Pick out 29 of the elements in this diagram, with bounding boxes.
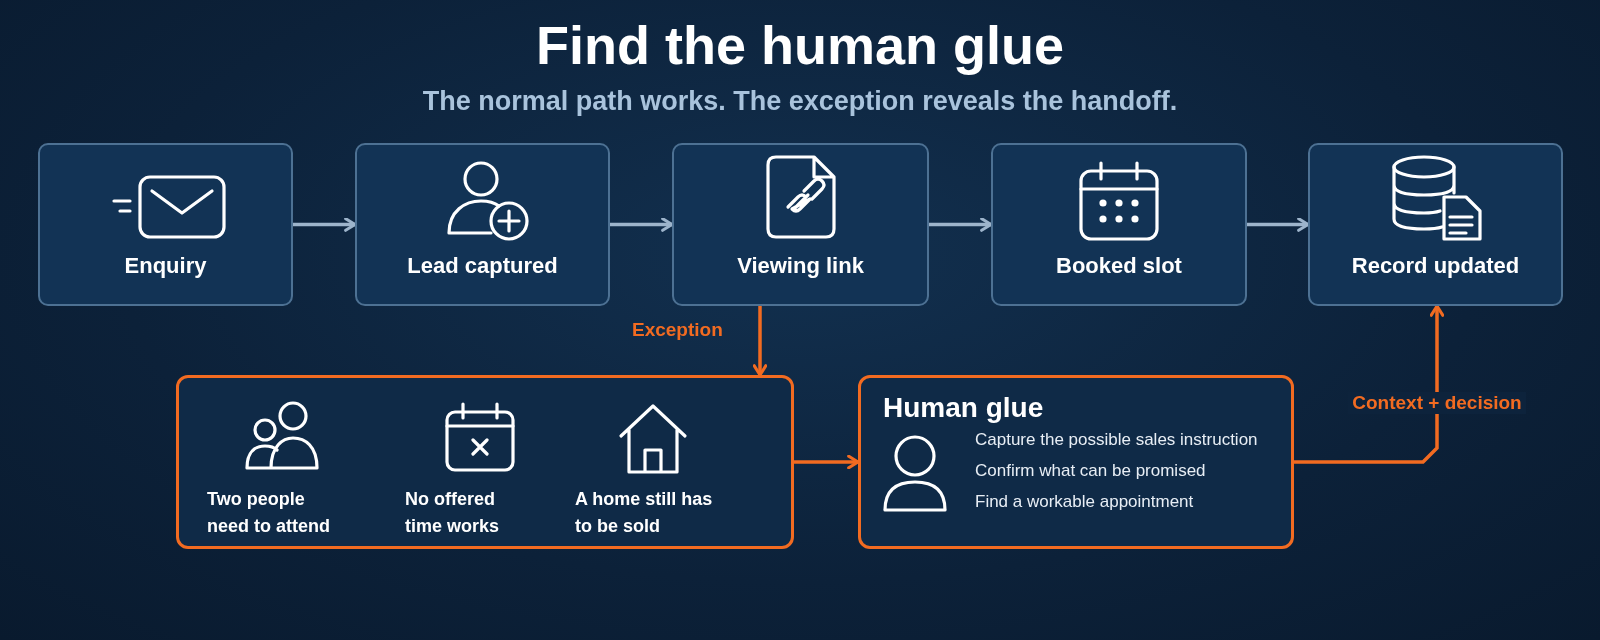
edge-label: Exception	[631, 319, 724, 342]
process-box	[672, 143, 929, 306]
exception-box	[176, 375, 794, 549]
task-text: Find a workable appointment	[975, 492, 1194, 512]
arrow	[610, 217, 674, 232]
process-box	[38, 143, 293, 306]
step-label: Record updated	[1350, 253, 1521, 279]
exception-text: A home still has to be sold	[575, 488, 714, 538]
process-box	[1308, 143, 1563, 306]
arrow	[794, 454, 860, 470]
arrow	[1247, 217, 1310, 232]
box-heading: Human glue	[883, 392, 1044, 424]
step-label: Viewing link	[736, 253, 865, 279]
arrow	[1294, 304, 1445, 464]
step-label: Lead captured	[406, 253, 559, 279]
process-box	[355, 143, 610, 306]
title: Find the human glue	[535, 14, 1065, 76]
exception-text: Two people need to attend	[207, 488, 331, 538]
arrow	[752, 306, 768, 377]
arrow	[293, 217, 357, 232]
exception-text: No offered time works	[405, 488, 501, 538]
arrow	[929, 217, 993, 232]
task-text: Capture the possible sales instruction	[975, 430, 1258, 450]
process-box	[991, 143, 1247, 306]
task-text: Confirm what can be promised	[975, 461, 1206, 481]
highlight-box	[858, 375, 1294, 549]
step-label: Enquiry	[123, 253, 208, 279]
subtitle: The normal path works. The exception reveals the handoff.	[421, 86, 1179, 117]
step-label: Booked slot	[1055, 253, 1183, 279]
